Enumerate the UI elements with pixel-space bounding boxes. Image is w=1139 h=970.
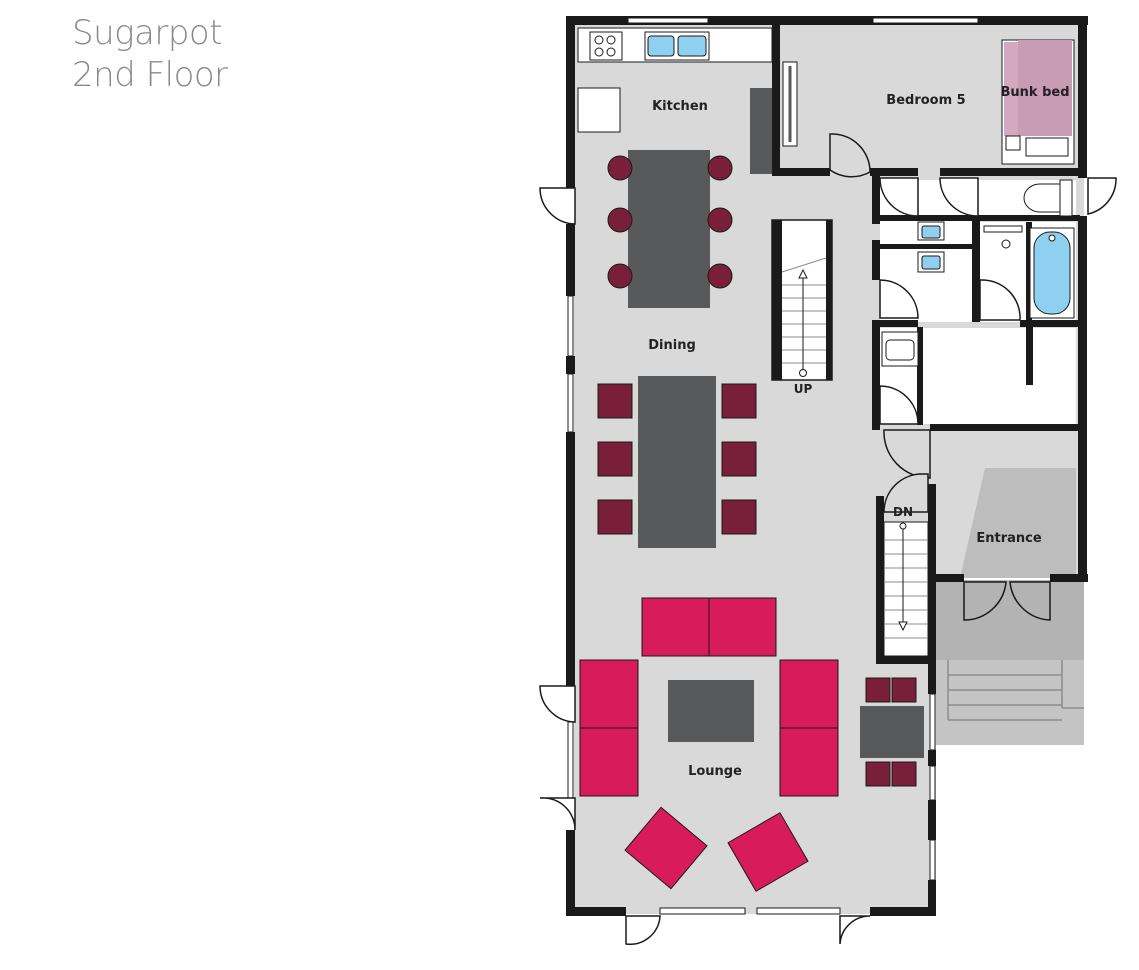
kitchen-table <box>628 150 710 308</box>
toilet-icon <box>1023 179 1073 217</box>
lounge-sofas <box>579 597 839 797</box>
dining-chairs <box>597 383 757 535</box>
label-bunk-bed: Bunk bed <box>1000 85 1069 100</box>
armchairs <box>624 806 809 892</box>
laundry-sink-icon <box>881 331 919 367</box>
fridge <box>577 87 621 133</box>
label-dining: Dining <box>648 338 696 353</box>
coffee-table <box>668 680 754 742</box>
kitchen-chairs <box>607 155 733 289</box>
label-entrance: Entrance <box>976 531 1041 546</box>
label-up: UP <box>794 382 813 396</box>
basin-icon <box>917 251 945 273</box>
side-table <box>860 706 924 758</box>
step-lines <box>947 660 1084 721</box>
plan-title: Sugarpot <box>72 13 223 53</box>
basin-icon <box>917 221 945 241</box>
outer-walls <box>566 16 1088 916</box>
doors <box>539 133 1117 946</box>
entrance-porch <box>934 580 1084 660</box>
bathtub-icon <box>1029 227 1075 319</box>
cooktop-icon <box>589 31 623 61</box>
interior-walls <box>772 24 1080 664</box>
label-lounge: Lounge <box>688 764 742 779</box>
windows <box>567 17 979 915</box>
label-kitchen: Kitchen <box>652 99 708 114</box>
kitchen-cabinet <box>750 88 772 174</box>
label-bedroom: Bedroom 5 <box>886 93 965 108</box>
bunk-bed <box>1001 39 1075 165</box>
entrance-mat <box>960 468 1076 578</box>
dining-table <box>638 376 716 548</box>
stairs-up <box>771 219 833 381</box>
entrance-steps <box>934 660 1084 745</box>
plan-subtitle: 2nd Floor <box>72 55 228 95</box>
shower-icon <box>983 225 1023 249</box>
side-chairs <box>865 677 917 787</box>
stairs-down <box>883 521 929 657</box>
label-dn: DN <box>893 505 913 519</box>
kitchen-sink-icon <box>644 31 710 61</box>
